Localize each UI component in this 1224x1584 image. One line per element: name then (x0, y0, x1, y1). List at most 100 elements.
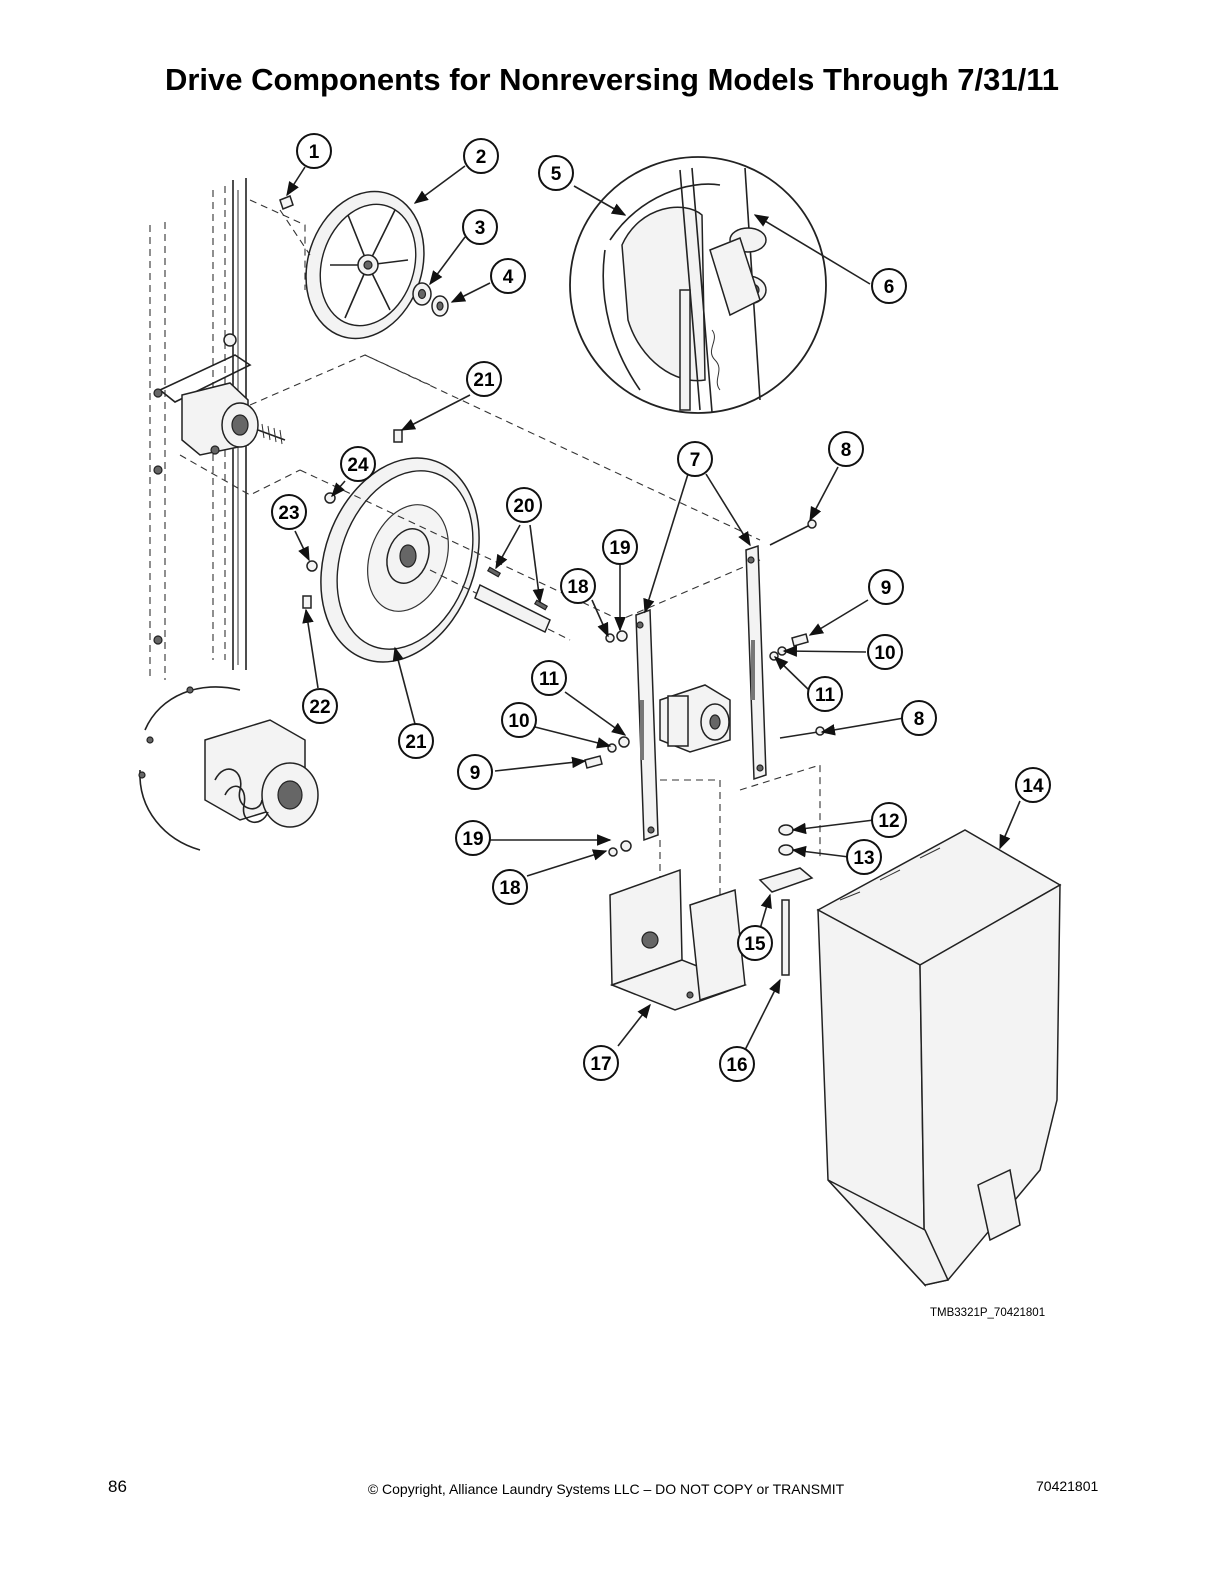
lower-bracket (609, 868, 748, 1011)
callout-label: 24 (347, 455, 369, 476)
callout-label: 9 (470, 763, 481, 784)
upper-motor-pulley (305, 190, 425, 340)
fasteners (584, 519, 825, 857)
callout-circle (271, 494, 307, 530)
callout-circle (490, 258, 526, 294)
mounting-strap-right (745, 544, 767, 781)
page-title: Drive Components for Nonreversing Models… (164, 62, 1059, 97)
callout-5: 5 (538, 155, 574, 191)
callout-label: 20 (513, 496, 534, 517)
callout-21: 21 (466, 361, 502, 397)
idler-assembly (659, 684, 731, 753)
driven-pulley (320, 457, 480, 663)
callout-15: 15 (737, 925, 773, 961)
callout-label: 5 (551, 164, 562, 185)
pulley-key (279, 195, 294, 210)
callout-20: 20 (506, 487, 542, 523)
callout-9: 9 (868, 569, 904, 605)
callout-circle (506, 487, 542, 523)
callout-label: 4 (503, 267, 514, 288)
document-number: 70421801 (1036, 1478, 1099, 1494)
callout-19: 19 (455, 820, 491, 856)
motor-mount-assembly (181, 382, 286, 456)
callout-circle (398, 723, 434, 759)
mounting-strap-left (635, 608, 659, 842)
callout-14: 14 (1015, 767, 1051, 803)
callout-label: 2 (476, 147, 487, 168)
callout-label: 19 (609, 538, 630, 559)
callout-circle (871, 268, 907, 304)
page-number: 86 (108, 1477, 127, 1496)
callout-21: 21 (398, 723, 434, 759)
callout-1: 1 (296, 133, 332, 169)
callout-11: 11 (531, 660, 567, 696)
callout-circle (867, 634, 903, 670)
tension-bracket (758, 824, 814, 976)
callout-circle (538, 155, 574, 191)
callout-label: 6 (884, 277, 895, 298)
callout-label: 12 (878, 811, 899, 832)
figure-id: TMB3321P_70421801 (930, 1307, 1046, 1319)
callout-circle (462, 209, 498, 245)
callout-12: 12 (871, 802, 907, 838)
drive-motor (138, 686, 319, 851)
callout-6: 6 (871, 268, 907, 304)
callout-16: 16 (719, 1046, 755, 1082)
callout-label: 15 (744, 934, 766, 955)
callout-label: 7 (690, 450, 701, 471)
callout-label: 10 (874, 643, 895, 664)
callout-9: 9 (457, 754, 493, 790)
callout-label: 13 (853, 848, 874, 869)
callout-circle (466, 361, 502, 397)
callout-label: 21 (405, 732, 427, 753)
callout-circle (868, 569, 904, 605)
callout-label: 16 (726, 1055, 747, 1076)
callout-18: 18 (560, 568, 596, 604)
callout-23: 23 (271, 494, 307, 530)
callout-18: 18 (492, 869, 528, 905)
callout-circle (531, 660, 567, 696)
callout-11: 11 (807, 676, 843, 712)
callout-24: 24 (340, 446, 376, 482)
callout-circle (737, 925, 773, 961)
callout-19: 19 (602, 529, 638, 565)
callout-label: 22 (309, 697, 330, 718)
callout-label: 1 (309, 142, 320, 163)
callout-10: 10 (501, 702, 537, 738)
callout-circle (602, 529, 638, 565)
callout-circle (828, 431, 864, 467)
callout-circle (1015, 767, 1051, 803)
callout-circle (719, 1046, 755, 1082)
callout-circle (463, 138, 499, 174)
callout-label: 23 (278, 503, 299, 524)
callout-label: 11 (539, 669, 560, 690)
callout-7: 7 (677, 441, 713, 477)
callout-circle (677, 441, 713, 477)
callout-circle (455, 820, 491, 856)
callout-8: 8 (828, 431, 864, 467)
leader-lines (286, 165, 1021, 1051)
callout-label: 18 (499, 878, 520, 899)
callout-circle (901, 700, 937, 736)
callout-22: 22 (302, 688, 338, 724)
callout-circle (492, 869, 528, 905)
pulley-nuts (412, 282, 449, 317)
callout-17: 17 (583, 1045, 619, 1081)
callout-label: 21 (473, 370, 495, 391)
callout-label: 14 (1022, 776, 1044, 797)
callout-label: 3 (475, 218, 486, 239)
belt-guard (816, 829, 1062, 1287)
callout-circle (583, 1045, 619, 1081)
callout-label: 11 (815, 685, 836, 706)
callout-circle (871, 802, 907, 838)
callout-label: 18 (567, 577, 588, 598)
callout-circle (457, 754, 493, 790)
callout-label: 8 (914, 709, 925, 730)
callout-label: 9 (881, 578, 892, 599)
callout-3: 3 (462, 209, 498, 245)
belt-detail-view (569, 156, 827, 414)
callout-4: 4 (490, 258, 526, 294)
callout-8: 8 (901, 700, 937, 736)
